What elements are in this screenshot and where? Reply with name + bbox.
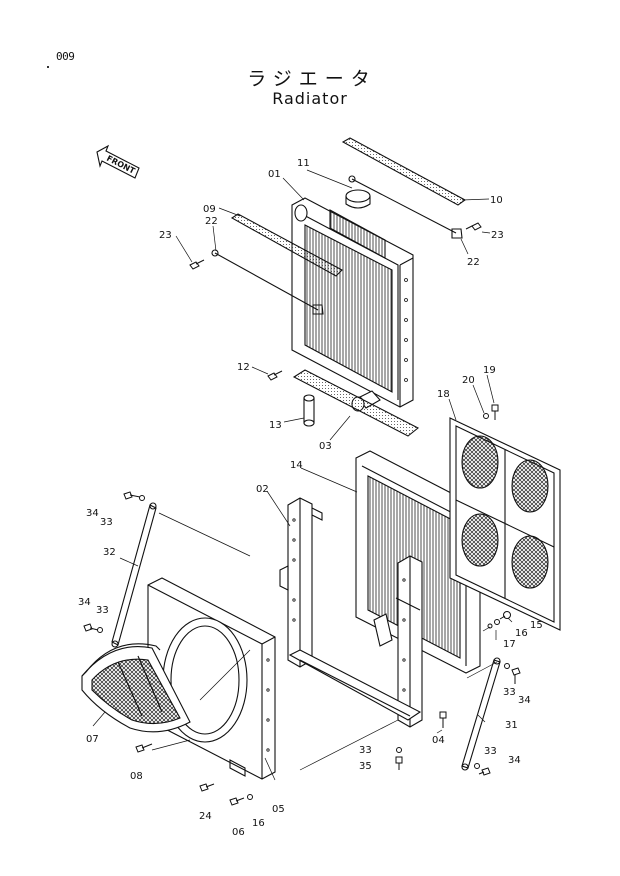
bolt-icon-04: [439, 711, 447, 728]
callout-07: 07: [86, 734, 99, 745]
page-number: 009: [56, 50, 75, 63]
callout-19: 19: [483, 365, 496, 376]
bolt-icon-35: [395, 756, 403, 770]
bolt-icon-23b: [465, 222, 482, 231]
washer-icon-20: [483, 413, 489, 419]
callout-24: 24: [199, 811, 212, 822]
callout-01: 01: [268, 169, 281, 180]
callout-13: 13: [269, 420, 282, 431]
guard-net: [449, 417, 561, 631]
callout-34d: 34: [508, 755, 521, 766]
bolt-icon-34d: [478, 767, 491, 776]
bolt-icon-06: [229, 797, 245, 806]
callout-labels: 01 11 10 09 22 23 23 22 12 13 03 19 20 1…: [78, 158, 543, 838]
bolt-icon-34a: [123, 491, 141, 500]
side-stay-bar: [211, 213, 343, 315]
bolt-icon-23a: [189, 259, 205, 270]
callout-16a: 16: [515, 628, 528, 639]
callout-33e: 33: [484, 746, 497, 757]
callout-33d: 33: [359, 745, 372, 756]
callout-03: 03: [319, 441, 332, 452]
callout-14: 14: [290, 460, 303, 471]
tube: [303, 394, 315, 427]
callout-18: 18: [437, 389, 450, 400]
washer-icon-33e: [474, 763, 480, 769]
stay-rod-left: [111, 502, 157, 648]
stay-bar: [341, 137, 467, 239]
washer-icon-16a: [494, 619, 500, 625]
callout-23b: 23: [491, 230, 504, 241]
stay-rod-right: [461, 657, 501, 771]
callout-16b: 16: [252, 818, 265, 829]
washer-icon-16b: [247, 794, 253, 800]
bolt-icon-34b: [83, 623, 99, 632]
title-english: Radiator: [272, 89, 348, 108]
callout-33b: 33: [96, 605, 109, 616]
callout-20: 20: [462, 375, 475, 386]
callout-34c: 34: [518, 695, 531, 706]
title-japanese: ラジエータ: [247, 68, 377, 90]
callout-05: 05: [272, 804, 285, 815]
callout-35: 35: [359, 761, 372, 772]
bolt-icon-19: [491, 404, 499, 420]
callout-33a: 33: [100, 517, 113, 528]
callout-32: 32: [103, 547, 116, 558]
callout-09: 09: [203, 204, 216, 215]
scan-speck: [47, 66, 49, 68]
callout-06: 06: [232, 827, 245, 838]
fan-guard: [81, 643, 191, 733]
support-frame: [279, 497, 423, 728]
callout-22a: 22: [205, 216, 218, 227]
bolt-icon-24: [199, 783, 215, 792]
washer-icon-17: [487, 623, 493, 629]
bolt-icon-12: [267, 370, 283, 381]
callout-34b: 34: [78, 597, 91, 608]
callout-23a: 23: [159, 230, 172, 241]
callout-10: 10: [490, 195, 503, 206]
washer-icon-33d: [396, 747, 402, 753]
bolt-icon-15: [499, 611, 511, 620]
front-arrow-icon: FRONT: [96, 144, 140, 179]
callout-04: 04: [432, 735, 445, 746]
callout-33c: 33: [503, 687, 516, 698]
washer-icon-33c: [504, 663, 510, 669]
fan-shroud: [147, 577, 276, 780]
washer-icon-33b: [97, 627, 103, 633]
rubber-pad: [292, 369, 420, 437]
callout-22b: 22: [467, 257, 480, 268]
callout-02: 02: [256, 484, 269, 495]
hardware: [83, 222, 521, 806]
callout-15: 15: [530, 620, 543, 631]
callout-17: 17: [503, 639, 516, 650]
callout-11: 11: [297, 158, 310, 169]
callout-31: 31: [505, 720, 518, 731]
bolt-icon-34c: [511, 667, 521, 684]
washer-icon-33a: [139, 495, 145, 501]
bolt-icon-08: [135, 743, 153, 753]
callout-12: 12: [237, 362, 250, 373]
callout-08: 08: [130, 771, 143, 782]
leader-lines: [92, 169, 513, 781]
callout-34a: 34: [86, 508, 99, 519]
